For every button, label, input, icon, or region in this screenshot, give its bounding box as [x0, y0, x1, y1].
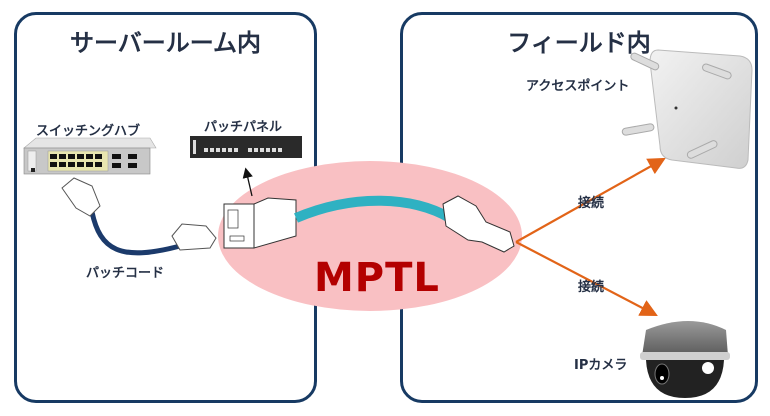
mptl-ellipse: [218, 161, 522, 311]
patch-panel-label: パッチパネル: [204, 120, 283, 135]
ip-camera-icon: [640, 321, 730, 398]
connection-arrow-ap: [515, 157, 666, 243]
patch-panel-arrow: [242, 167, 253, 197]
patch-cord-label: パッチコード: [86, 266, 165, 281]
connection-arrow-camera: [515, 241, 658, 317]
switching-hub-icon: [23, 137, 157, 175]
patch-cord-cable: [89, 211, 181, 256]
switching-hub-label: スイッチングハブ: [36, 124, 141, 139]
field-plug-icon: [442, 195, 515, 253]
keystone-jack-icon: [223, 197, 297, 249]
ip-camera-label: IPカメラ: [574, 358, 628, 373]
server-room-title: サーバールーム内: [69, 29, 262, 57]
connection-label-ap: 接続: [578, 196, 605, 211]
access-point-label: アクセスポイント: [526, 79, 630, 94]
field-title: フィールド内: [507, 29, 651, 57]
mptl-label: MPTL: [314, 255, 440, 301]
patch-cord-plug-left-icon: [61, 177, 101, 217]
connection-label-camera: 接続: [578, 280, 605, 295]
patch-panel-icon: [190, 136, 302, 158]
patch-cord-plug-right-icon: [171, 223, 217, 251]
mptl-cable: [294, 195, 453, 223]
access-point-icon: [621, 49, 753, 169]
